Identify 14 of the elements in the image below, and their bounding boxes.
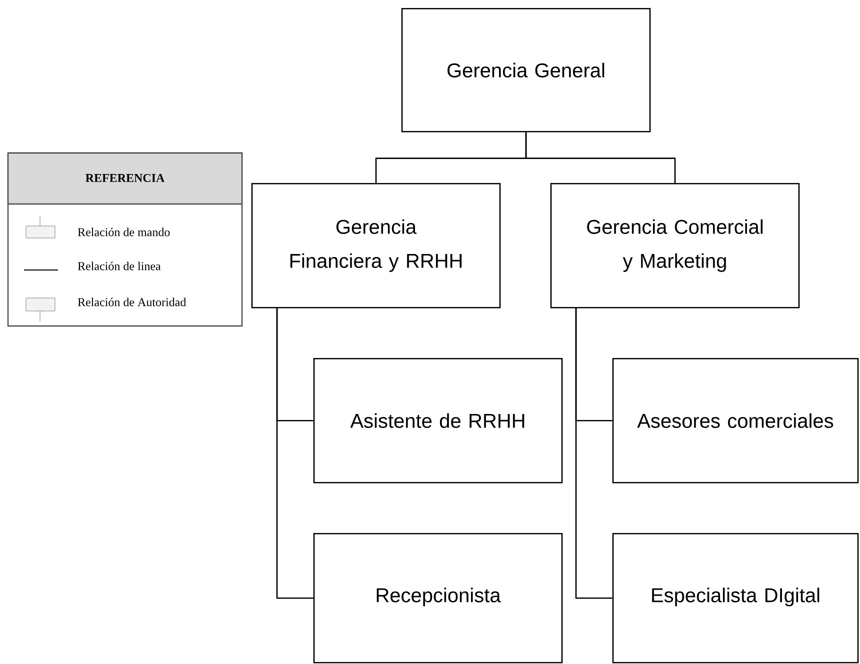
- connector-line: [525, 132, 676, 183]
- position-box: Gerencia Comercial y Marketing: [550, 182, 800, 308]
- legend-text: Relación de Autoridad: [78, 298, 186, 306]
- position-box: Asesores comerciales: [612, 358, 859, 484]
- connector-line: [276, 306, 314, 599]
- position-box: Recepcionista: [313, 532, 563, 664]
- position-box: Gerencia Financiera y RRHH: [251, 182, 501, 308]
- connector-line: [575, 306, 612, 599]
- position-box: Especialista DIgital: [612, 532, 859, 664]
- position-box: Asistente de RRHH: [313, 358, 563, 484]
- legend-text: Relación de mando: [78, 228, 170, 236]
- legend-text: Relación de linea: [78, 262, 161, 270]
- legend-header: REFERENCIA: [7, 152, 243, 205]
- position-box: Gerencia General: [401, 8, 651, 132]
